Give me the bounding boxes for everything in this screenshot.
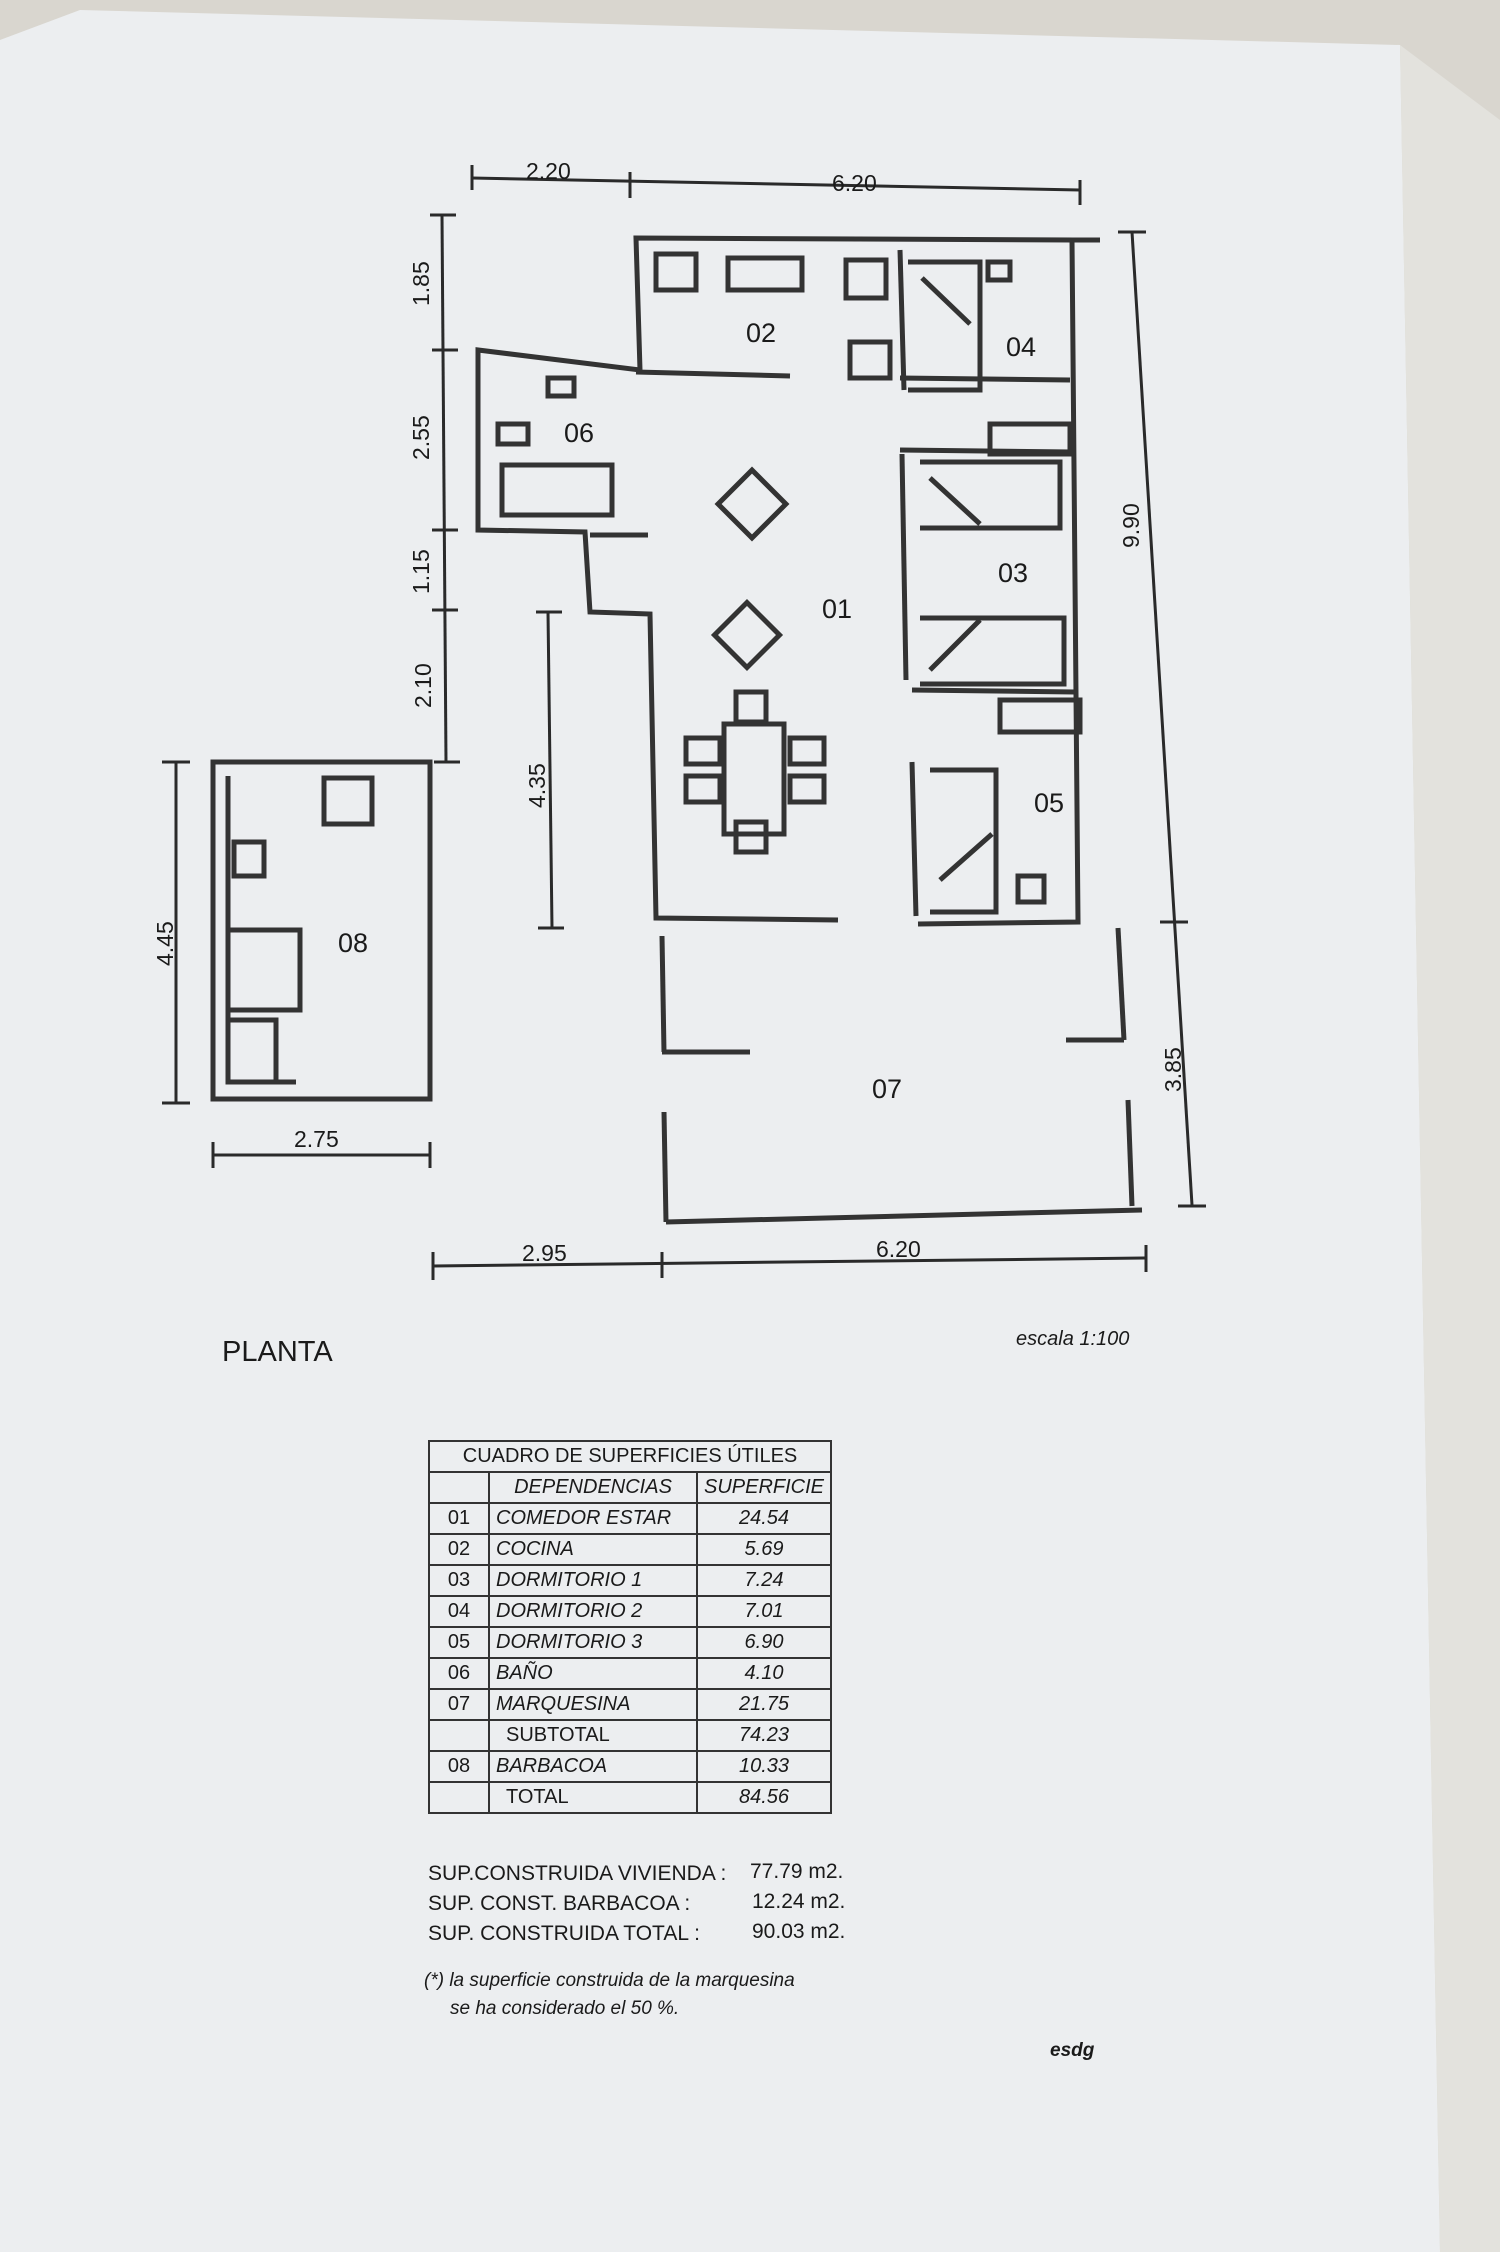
room-label-01: 01 xyxy=(822,594,853,624)
row-value: 74.23 xyxy=(695,1719,833,1752)
row-name: DORMITORIO 3 xyxy=(488,1626,698,1659)
row-value: 84.56 xyxy=(695,1781,833,1814)
dim-top-right: 6.20 xyxy=(832,170,877,196)
dim-inner-left: 4.35 xyxy=(524,763,550,808)
row-value: 5.69 xyxy=(695,1533,833,1566)
row-num: 08 xyxy=(428,1750,490,1783)
row-name: COCINA xyxy=(488,1533,698,1566)
dim-right-porch: 3.85 xyxy=(1160,1047,1186,1092)
areas-table: CUADRO DE SUPERFICIES ÚTILES DEPENDENCIA… xyxy=(427,1440,833,1814)
note-line-1: (*) la superficie construida de la marqu… xyxy=(424,1970,795,1991)
plan-scale: escala 1:100 xyxy=(1016,1328,1130,1350)
room-label-02: 02 xyxy=(746,318,777,348)
summary-barbacoa-label: SUP. CONST. BARBACOA : xyxy=(428,1892,691,1915)
room-label-04: 04 xyxy=(1006,332,1037,362)
row-num: 02 xyxy=(428,1533,490,1566)
dim-left-4: 2.10 xyxy=(410,663,436,708)
row-name: BAÑO xyxy=(488,1657,698,1690)
row-name: DORMITORIO 1 xyxy=(488,1564,698,1597)
room-label-06: 06 xyxy=(564,418,595,448)
table-title: CUADRO DE SUPERFICIES ÚTILES xyxy=(427,1440,833,1473)
row-value: 7.24 xyxy=(695,1564,833,1597)
summary-vivienda-label: SUP.CONSTRUIDA VIVIENDA : xyxy=(428,1862,727,1885)
table-header-name: DEPENDENCIAS xyxy=(488,1471,698,1504)
dim-left-2: 2.55 xyxy=(408,415,434,460)
row-name: MARQUESINA xyxy=(488,1688,698,1721)
row-value: 4.10 xyxy=(695,1657,833,1690)
row-value: 24.54 xyxy=(695,1502,833,1535)
summary-vivienda-value: 77.79 m2. xyxy=(750,1860,844,1883)
table-header-num xyxy=(428,1471,490,1504)
row-num xyxy=(428,1719,490,1752)
dim-left-3: 1.15 xyxy=(408,549,434,594)
dim-right-main: 9.90 xyxy=(1118,503,1144,548)
row-num: 05 xyxy=(428,1626,490,1659)
room-label-08: 08 xyxy=(338,928,369,958)
dim-bottom-right: 6.20 xyxy=(876,1236,921,1262)
row-value: 6.90 xyxy=(695,1626,833,1659)
row-name: BARBACOA xyxy=(488,1750,698,1783)
summary-barbacoa-value: 12.24 m2. xyxy=(752,1890,846,1913)
row-num xyxy=(428,1781,490,1814)
table-header-value: SUPERFICIE xyxy=(695,1471,833,1504)
room-label-03: 03 xyxy=(998,558,1029,588)
dim-bbq-width: 2.75 xyxy=(294,1126,339,1152)
room-label-05: 05 xyxy=(1034,788,1065,818)
dim-left-1: 1.85 xyxy=(408,261,434,306)
row-num: 03 xyxy=(428,1564,490,1597)
summary-total-value: 90.03 m2. xyxy=(752,1920,846,1943)
dim-bottom-left: 2.95 xyxy=(522,1240,567,1266)
dim-bbq-height: 4.45 xyxy=(152,921,178,966)
dim-top-left: 2.20 xyxy=(526,158,571,184)
summary-total-label: SUP. CONSTRUIDA TOTAL : xyxy=(428,1922,700,1945)
row-num: 07 xyxy=(428,1688,490,1721)
row-value: 21.75 xyxy=(695,1688,833,1721)
row-value: 7.01 xyxy=(695,1595,833,1628)
stamp-text: esdg xyxy=(1050,2040,1095,2061)
row-num: 06 xyxy=(428,1657,490,1690)
room-label-07: 07 xyxy=(872,1074,903,1104)
row-num: 04 xyxy=(428,1595,490,1628)
row-name: COMEDOR ESTAR xyxy=(488,1502,698,1535)
row-name: DORMITORIO 2 xyxy=(488,1595,698,1628)
row-name: SUBTOTAL xyxy=(488,1719,698,1752)
row-name: TOTAL xyxy=(488,1781,698,1814)
note-line-2: se ha considerado el 50 %. xyxy=(450,1998,680,2019)
row-num: 01 xyxy=(428,1502,490,1535)
plan-title: PLANTA xyxy=(222,1336,333,1368)
row-value: 10.33 xyxy=(695,1750,833,1783)
